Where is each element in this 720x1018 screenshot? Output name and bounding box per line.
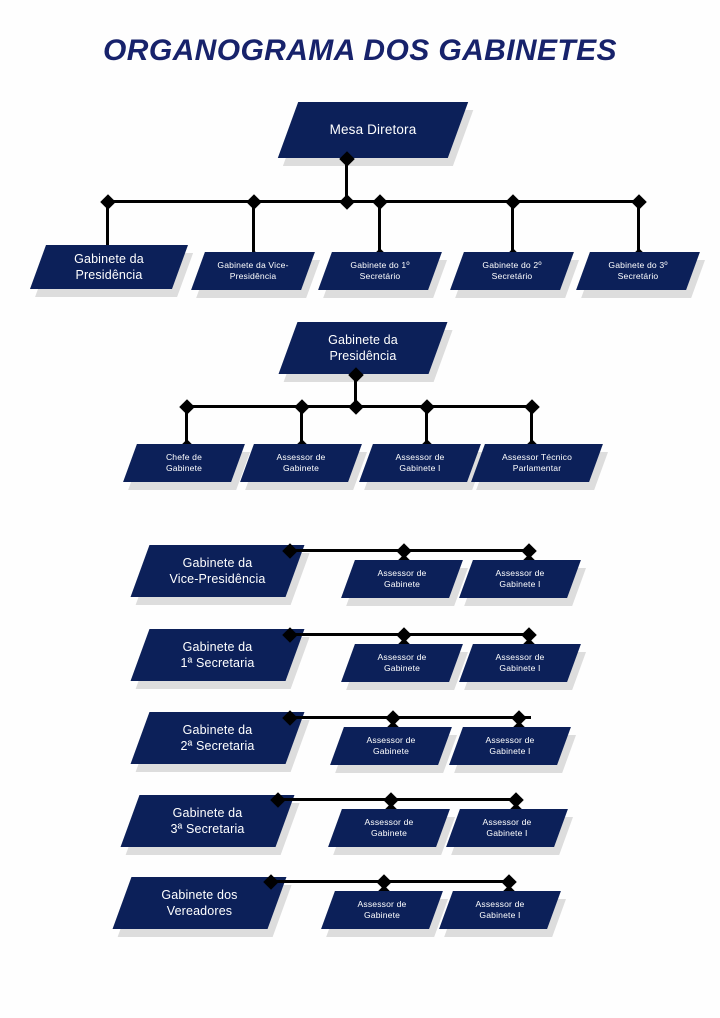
node-gabinete-2-secretario[interactable]: Gabinete do 2º Secretário [450, 252, 580, 298]
node-presidencia-assessor-gabinete[interactable]: Assessor de Gabinete [240, 444, 368, 490]
node-chefe-de-gabinete[interactable]: Chefe de Gabinete [123, 444, 251, 490]
node-label: Assessor de Gabinete [366, 735, 416, 756]
node-sec3-root[interactable]: Gabinete da 3ª Secretaria [120, 795, 300, 855]
connector-trunk-mesa [345, 159, 348, 202]
node-label: Assessor de Gabinete I [495, 652, 545, 673]
node-sec3-assessor-gabinete[interactable]: Assessor de Gabinete [328, 809, 456, 855]
node-label: Gabinete da Vice- Presidência [217, 260, 289, 281]
node-label: Assessor de Gabinete [377, 568, 427, 589]
node-label: Gabinete do 3º Secretário [608, 260, 668, 281]
node-gabinete-vice-presidencia[interactable]: Gabinete da Vice- Presidência [191, 252, 321, 298]
node-mesa-diretora[interactable]: Mesa Diretora [277, 102, 474, 166]
node-label: Assessor de Gabinete I [495, 568, 545, 589]
node-label: Assessor de Gabinete [276, 452, 326, 473]
node-label: Assessor de Gabinete I [482, 817, 532, 838]
node-label: Gabinete dos Vereadores [161, 888, 238, 918]
node-vice-assessor-gabinete-i[interactable]: Assessor de Gabinete I [459, 560, 587, 606]
node-label: Assessor de Gabinete [364, 817, 414, 838]
node-presidencia-root[interactable]: Gabinete da Presidência [278, 322, 453, 382]
connector-trunk-presidencia [354, 375, 357, 408]
node-label: Assessor de Gabinete [377, 652, 427, 673]
connector-drop-chefe [185, 407, 188, 447]
connector-drop-sec1 [378, 202, 381, 256]
connector-drop-sec3 [637, 202, 640, 256]
node-vereadores-assessor-gabinete[interactable]: Assessor de Gabinete [321, 891, 449, 937]
connector-bus-presidencia [186, 405, 533, 408]
node-assessor-tecnico-parlamentar[interactable]: Assessor Técnico Parlamentar [471, 444, 609, 490]
node-label: Gabinete da 3ª Secretaria [170, 806, 245, 836]
node-label: Assessor de Gabinete I [475, 899, 525, 920]
node-vereadores-assessor-gabinete-i[interactable]: Assessor de Gabinete I [439, 891, 567, 937]
node-vice-presidencia-root[interactable]: Gabinete da Vice-Presidência [130, 545, 310, 605]
node-label: Gabinete da Presidência [328, 333, 398, 363]
node-gabinete-3-secretario[interactable]: Gabinete do 3º Secretário [576, 252, 706, 298]
node-label: Gabinete da Presidência [74, 252, 144, 282]
connector-drop-assessor-tecnico [530, 407, 533, 447]
node-label: Gabinete do 2º Secretário [482, 260, 542, 281]
node-sec2-root[interactable]: Gabinete da 2ª Secretaria [130, 712, 310, 772]
connector-drop-assessor-i [425, 407, 428, 447]
node-gabinete-presidencia[interactable]: Gabinete da Presidência [29, 245, 194, 297]
node-presidencia-assessor-gabinete-i[interactable]: Assessor de Gabinete I [359, 444, 487, 490]
node-label: Gabinete da Vice-Presidência [169, 556, 266, 586]
node-label: Assessor de Gabinete I [485, 735, 535, 756]
node-label: Chefe de Gabinete [165, 452, 203, 473]
node-label: Gabinete da 1ª Secretaria [180, 640, 255, 670]
node-sec1-assessor-gabinete[interactable]: Assessor de Gabinete [341, 644, 469, 690]
node-label: Gabinete da 2ª Secretaria [180, 723, 255, 753]
connector-drop-presidencia [106, 202, 109, 256]
node-label: Mesa Diretora [329, 122, 417, 138]
connector-drop-sec2 [511, 202, 514, 256]
connector-drop-vice [252, 202, 255, 258]
node-sec1-root[interactable]: Gabinete da 1ª Secretaria [130, 629, 310, 689]
node-label: Assessor de Gabinete [357, 899, 407, 920]
node-label: Assessor de Gabinete I [395, 452, 445, 473]
node-sec2-assessor-gabinete-i[interactable]: Assessor de Gabinete I [449, 727, 577, 773]
node-vice-assessor-gabinete[interactable]: Assessor de Gabinete [341, 560, 469, 606]
node-sec3-assessor-gabinete-i[interactable]: Assessor de Gabinete I [446, 809, 574, 855]
node-label: Assessor Técnico Parlamentar [501, 452, 573, 473]
node-sec2-assessor-gabinete[interactable]: Assessor de Gabinete [330, 727, 458, 773]
node-gabinete-1-secretario[interactable]: Gabinete do 1º Secretário [318, 252, 448, 298]
node-sec1-assessor-gabinete-i[interactable]: Assessor de Gabinete I [459, 644, 587, 690]
node-label: Gabinete do 1º Secretário [350, 260, 410, 281]
node-vereadores-root[interactable]: Gabinete dos Vereadores [112, 877, 292, 937]
connector-bus-sec2 [288, 716, 531, 719]
page-title: ORGANOGRAMA DOS GABINETES [103, 34, 617, 67]
connector-drop-assessor [300, 407, 303, 447]
